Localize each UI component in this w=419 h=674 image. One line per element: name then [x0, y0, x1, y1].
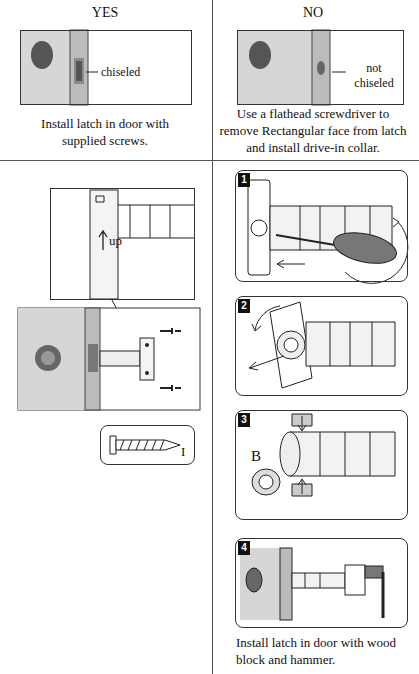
step3-art	[290, 432, 395, 476]
column-heading: YES	[60, 4, 150, 22]
screw-label: I	[181, 444, 193, 460]
door-chiseled	[20, 30, 70, 105]
step2-art	[249, 362, 258, 370]
step4-art	[240, 548, 280, 620]
step4-art	[365, 566, 383, 578]
part-letter: B	[251, 447, 267, 466]
door-not-chiseled	[317, 61, 325, 75]
step3-art	[302, 416, 303, 430]
step3-art	[252, 469, 280, 495]
step-panel: 1	[235, 170, 408, 282]
step1-art	[248, 180, 270, 275]
step1-art	[345, 222, 408, 283]
door-with-latch	[160, 328, 181, 334]
door-with-latch	[41, 351, 55, 365]
step3-art	[298, 425, 306, 431]
door-with-latch	[85, 308, 100, 410]
door-chiseled	[86, 72, 98, 73]
step3-art	[252, 414, 395, 496]
door-with-latch	[160, 385, 181, 391]
callout-text: not chiseled	[348, 61, 400, 91]
instruction-text: Install latch in door with supplied scre…	[30, 116, 180, 150]
door-chiseled	[74, 58, 84, 84]
door-chiseled	[76, 61, 82, 81]
step2-art	[330, 322, 372, 366]
step1-art	[393, 218, 399, 227]
screw	[120, 440, 164, 450]
door-not-chiseled	[332, 72, 346, 73]
step4-art	[240, 548, 383, 620]
step4-art	[280, 548, 292, 620]
screw-box: I	[100, 425, 195, 465]
door-not-chiseled	[237, 30, 346, 105]
step3-art	[280, 432, 300, 476]
step3-art	[298, 479, 306, 485]
step2-art	[277, 331, 305, 359]
door-with-latch	[18, 308, 200, 410]
step4-art	[292, 573, 345, 588]
step4-art	[305, 573, 320, 588]
zoom-box: up	[50, 188, 195, 300]
door-with-latch	[145, 343, 149, 347]
step3-art	[320, 432, 370, 476]
door-edge-box: not chiseled	[237, 30, 404, 105]
step2-art	[255, 306, 280, 330]
door-with-latch	[18, 308, 85, 410]
step4-art	[345, 565, 365, 595]
step3-art	[259, 475, 273, 489]
grid-line	[212, 0, 213, 674]
step2-art	[250, 356, 284, 368]
screw	[110, 436, 116, 454]
step1-art	[276, 235, 335, 245]
step-number: 4	[238, 541, 250, 555]
step1-art	[248, 180, 408, 283]
instruction-text: Install latch in door with wood block an…	[236, 635, 411, 669]
grid-line	[0, 160, 419, 161]
door-not-chiseled	[249, 41, 271, 69]
step-panel: 2	[235, 296, 408, 396]
step2-art	[306, 322, 395, 366]
callout-text: chiseled	[101, 65, 171, 80]
direction-text: up	[109, 233, 139, 249]
step4-art	[382, 572, 385, 618]
door-edge-box: chiseled	[20, 30, 192, 105]
step-number: 1	[238, 173, 250, 187]
door-chiseled	[20, 30, 98, 105]
door-with-latch	[88, 344, 98, 372]
column-heading: NO	[268, 4, 358, 22]
door-not-chiseled	[237, 30, 312, 105]
step-panel: 3B	[235, 410, 408, 520]
step2-art	[249, 302, 395, 388]
step-number: 2	[238, 299, 250, 313]
door-chiseled	[31, 41, 53, 69]
screw	[110, 436, 180, 454]
screw	[116, 440, 180, 450]
step1-art	[331, 228, 399, 269]
step1-art	[278, 264, 305, 265]
door-chiseled	[70, 30, 88, 105]
step-number: 3	[238, 413, 250, 427]
step1-art	[251, 220, 267, 236]
step2-art	[252, 324, 261, 331]
latch-zoom	[118, 205, 194, 238]
step-panel: 4	[235, 538, 408, 628]
door-not-chiseled	[312, 30, 330, 105]
door-with-latch	[145, 371, 149, 375]
step4-art	[246, 568, 262, 592]
latch-zoom	[99, 231, 107, 250]
step1-art	[277, 260, 284, 268]
door-with-latch	[35, 345, 61, 371]
step2-art	[284, 338, 298, 352]
instruction-text: Use a flathead screwdriver to remove Rec…	[216, 106, 410, 157]
door-with-latch	[18, 308, 200, 410]
door-with-latch	[140, 338, 154, 380]
step3-art	[302, 480, 303, 494]
door-with-latch	[100, 351, 140, 366]
latch-zoom	[96, 196, 104, 202]
